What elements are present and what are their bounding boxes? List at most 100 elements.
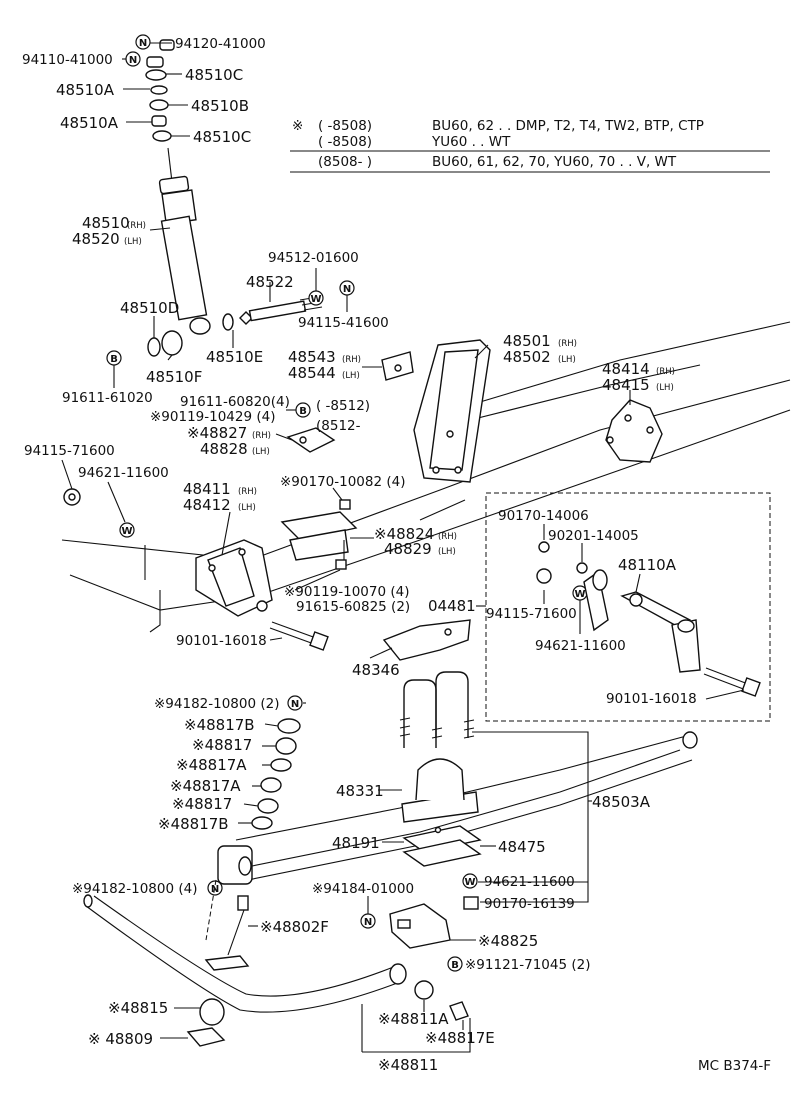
label-48415-lh: (LH) xyxy=(656,383,674,393)
label-90170-14006: 90170-14006 xyxy=(498,508,589,524)
label-48411-rh: (RH) xyxy=(238,487,257,497)
w-symbol-icon: W xyxy=(308,290,324,306)
nut-part xyxy=(159,39,175,51)
label-48828: 48828 xyxy=(200,440,248,458)
label-91611-60820: 91611-60820(4) xyxy=(180,394,290,410)
label-48811a: ※48811A xyxy=(378,1010,449,1028)
label-48510d: 48510D xyxy=(120,299,179,317)
label-90101-16018-kit: 90101-16018 xyxy=(606,691,697,707)
label-48829-lh: (LH) xyxy=(438,547,456,557)
label-48414-rh: (RH) xyxy=(656,367,675,377)
label-94115-41600: 94115-41600 xyxy=(298,315,389,331)
n-symbol-icon: N xyxy=(339,280,355,296)
label-48510: 48510 xyxy=(82,214,130,232)
shock-absorber-assembly xyxy=(145,39,211,335)
label-48817a-top: ※48817A xyxy=(176,756,247,774)
label-90170-16139: 90170-16139 xyxy=(484,896,575,912)
label-48543-rh: (RH) xyxy=(342,355,361,365)
label-48415: 48415 xyxy=(602,376,650,394)
label-94621-11600: 94621-11600 xyxy=(78,465,169,481)
b-symbol-icon: B xyxy=(106,350,122,366)
label-94184-01000: ※94184-01000 xyxy=(312,881,414,897)
legend: ※ ( -8508) BU60, 62 . . DMP, T2, T4, TW2… xyxy=(290,118,770,173)
label-48828-lh: (LH) xyxy=(252,447,270,457)
svg-text:W: W xyxy=(121,526,132,537)
shock-stud xyxy=(167,147,173,183)
label-90119-10429: ※90119-10429 (4) xyxy=(150,409,276,425)
n-symbol-icon: N xyxy=(125,51,141,67)
legend-mark: ※ xyxy=(292,118,303,134)
label-48510-rh: (RH) xyxy=(127,221,146,231)
label-48412-lh: (LH) xyxy=(238,503,256,513)
rear-hanger-bracket xyxy=(605,399,663,463)
label-48817-top: ※48817 xyxy=(192,736,252,754)
label-48802f: ※48802F xyxy=(260,918,329,936)
label-94512-01600: 94512-01600 xyxy=(268,250,359,266)
front-spring-hanger xyxy=(195,539,273,617)
stabilizer-cushions xyxy=(251,718,301,830)
label-48817b-top: ※48817B xyxy=(184,716,255,734)
label-48510a: 48510A xyxy=(60,114,119,132)
stabilizer-bushing xyxy=(199,998,225,1026)
label-48346: 48346 xyxy=(352,661,400,679)
label-94621-11600-kit: 94621-11600 xyxy=(535,638,626,654)
label-48510c-top: 48510C xyxy=(185,66,243,84)
label-04481: 04481 xyxy=(428,597,476,615)
svg-text:W: W xyxy=(574,589,585,600)
retainer-a xyxy=(151,115,167,127)
svg-text:N: N xyxy=(343,284,351,295)
washer-nut-left xyxy=(63,488,81,506)
cushion-c-bottom xyxy=(152,130,172,142)
shock-pin xyxy=(239,296,323,325)
label-48520: 48520 xyxy=(72,230,120,248)
stabilizer-link xyxy=(204,879,250,971)
label-94182-10800-2: ※94182-10800 (2) xyxy=(154,696,280,712)
svg-text:N: N xyxy=(291,699,299,710)
shackle-kit-box xyxy=(485,492,771,722)
label-48510e: 48510E xyxy=(206,348,263,366)
label-48502: 48502 xyxy=(503,348,551,366)
b-symbol-icon: B xyxy=(447,956,463,972)
shock-eye xyxy=(189,317,211,335)
n-symbol-icon: N xyxy=(360,913,376,929)
nut-part-2 xyxy=(146,56,164,68)
label-48817b: ※48817B xyxy=(158,815,229,833)
label-90170-10082: ※90170-10082 (4) xyxy=(280,474,406,490)
label-91615-60825: 91615-60825 (2) xyxy=(296,599,410,615)
label-48191: 48191 xyxy=(332,834,380,852)
bolt-left xyxy=(269,621,329,651)
label-48475: 48475 xyxy=(498,838,546,856)
label-48502-lh: (LH) xyxy=(558,355,576,365)
label-91611-61020: 91611-61020 xyxy=(62,390,153,406)
label-48827: ※48827 xyxy=(187,424,247,442)
spring-hanger-bracket xyxy=(413,339,491,483)
label-94110-41000: 94110-41000 xyxy=(22,52,113,68)
symbol-markers: N N W N B B W W N N N W B xyxy=(106,34,588,972)
label-48414: 48414 xyxy=(602,360,650,378)
stabilizer-bar xyxy=(83,894,469,1047)
legend-range-2: ( -8508) xyxy=(318,134,372,150)
w-symbol-icon: W xyxy=(119,522,135,538)
label-48412: 48412 xyxy=(183,496,231,514)
small-bracket xyxy=(381,351,414,381)
part-labels: 94120-41000 94110-41000 48510C 48510A 48… xyxy=(22,36,771,1074)
spring-seat-bracket xyxy=(382,619,471,661)
stabilizer-clamp xyxy=(186,1027,226,1047)
nut-90170-16139 xyxy=(463,896,479,910)
stabilizer-bracket xyxy=(389,903,451,949)
label-48824: ※48824 xyxy=(374,525,434,543)
label-94182-10800-4: ※94182-10800 (4) xyxy=(72,881,198,897)
label-48811: ※48811 xyxy=(378,1056,438,1074)
label-48544: 48544 xyxy=(288,364,336,382)
svg-text:N: N xyxy=(364,917,372,928)
bushing-f xyxy=(161,330,183,356)
label-48817a: ※48817A xyxy=(170,777,241,795)
svg-text:N: N xyxy=(211,884,219,895)
svg-text:W: W xyxy=(310,294,321,305)
retainer-a-top xyxy=(150,85,168,95)
drawing-code: MC B374-F xyxy=(698,1058,771,1074)
label-48411: 48411 xyxy=(183,480,231,498)
label-94115-71600-kit: 94115-71600 xyxy=(486,606,577,622)
lower-bushings xyxy=(147,313,234,357)
